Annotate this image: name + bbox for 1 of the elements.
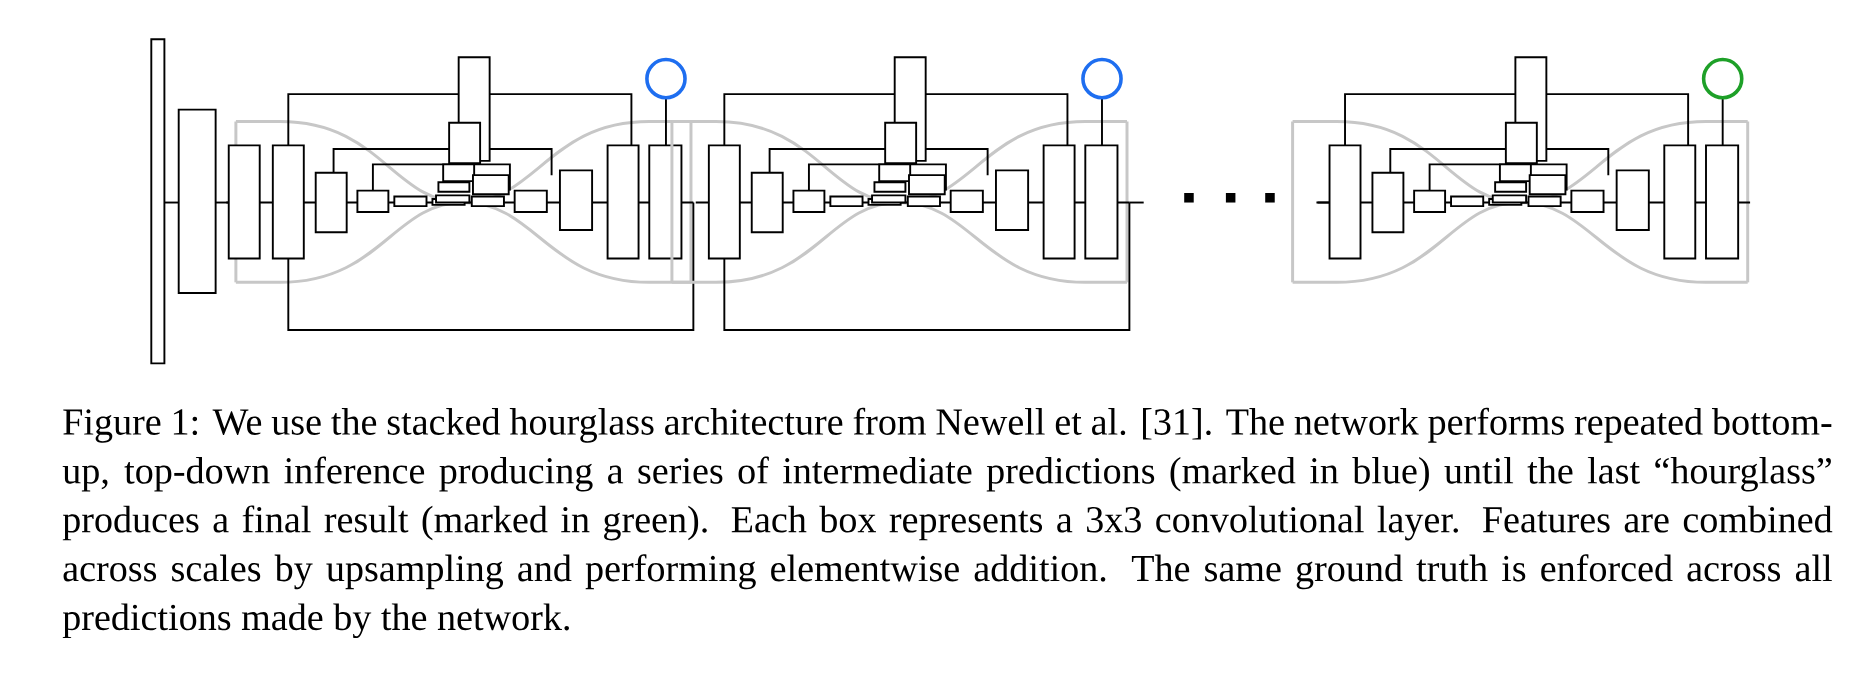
caption: Figure 1: We use the stacked hourglass architecture from Newell et al. [31]. The network performs repeated bottom-up, top-down inference producing a series of intermediate predictions (marked in blue) until the last “hourglass” produces a final result (marked in green). Each box represents a 3x3 convolutional layer. Features are combined across scales by upsampling and performing elementwise addition. The same ground truth is enforced across all predictions made by the network.	[62, 407, 1833, 639]
